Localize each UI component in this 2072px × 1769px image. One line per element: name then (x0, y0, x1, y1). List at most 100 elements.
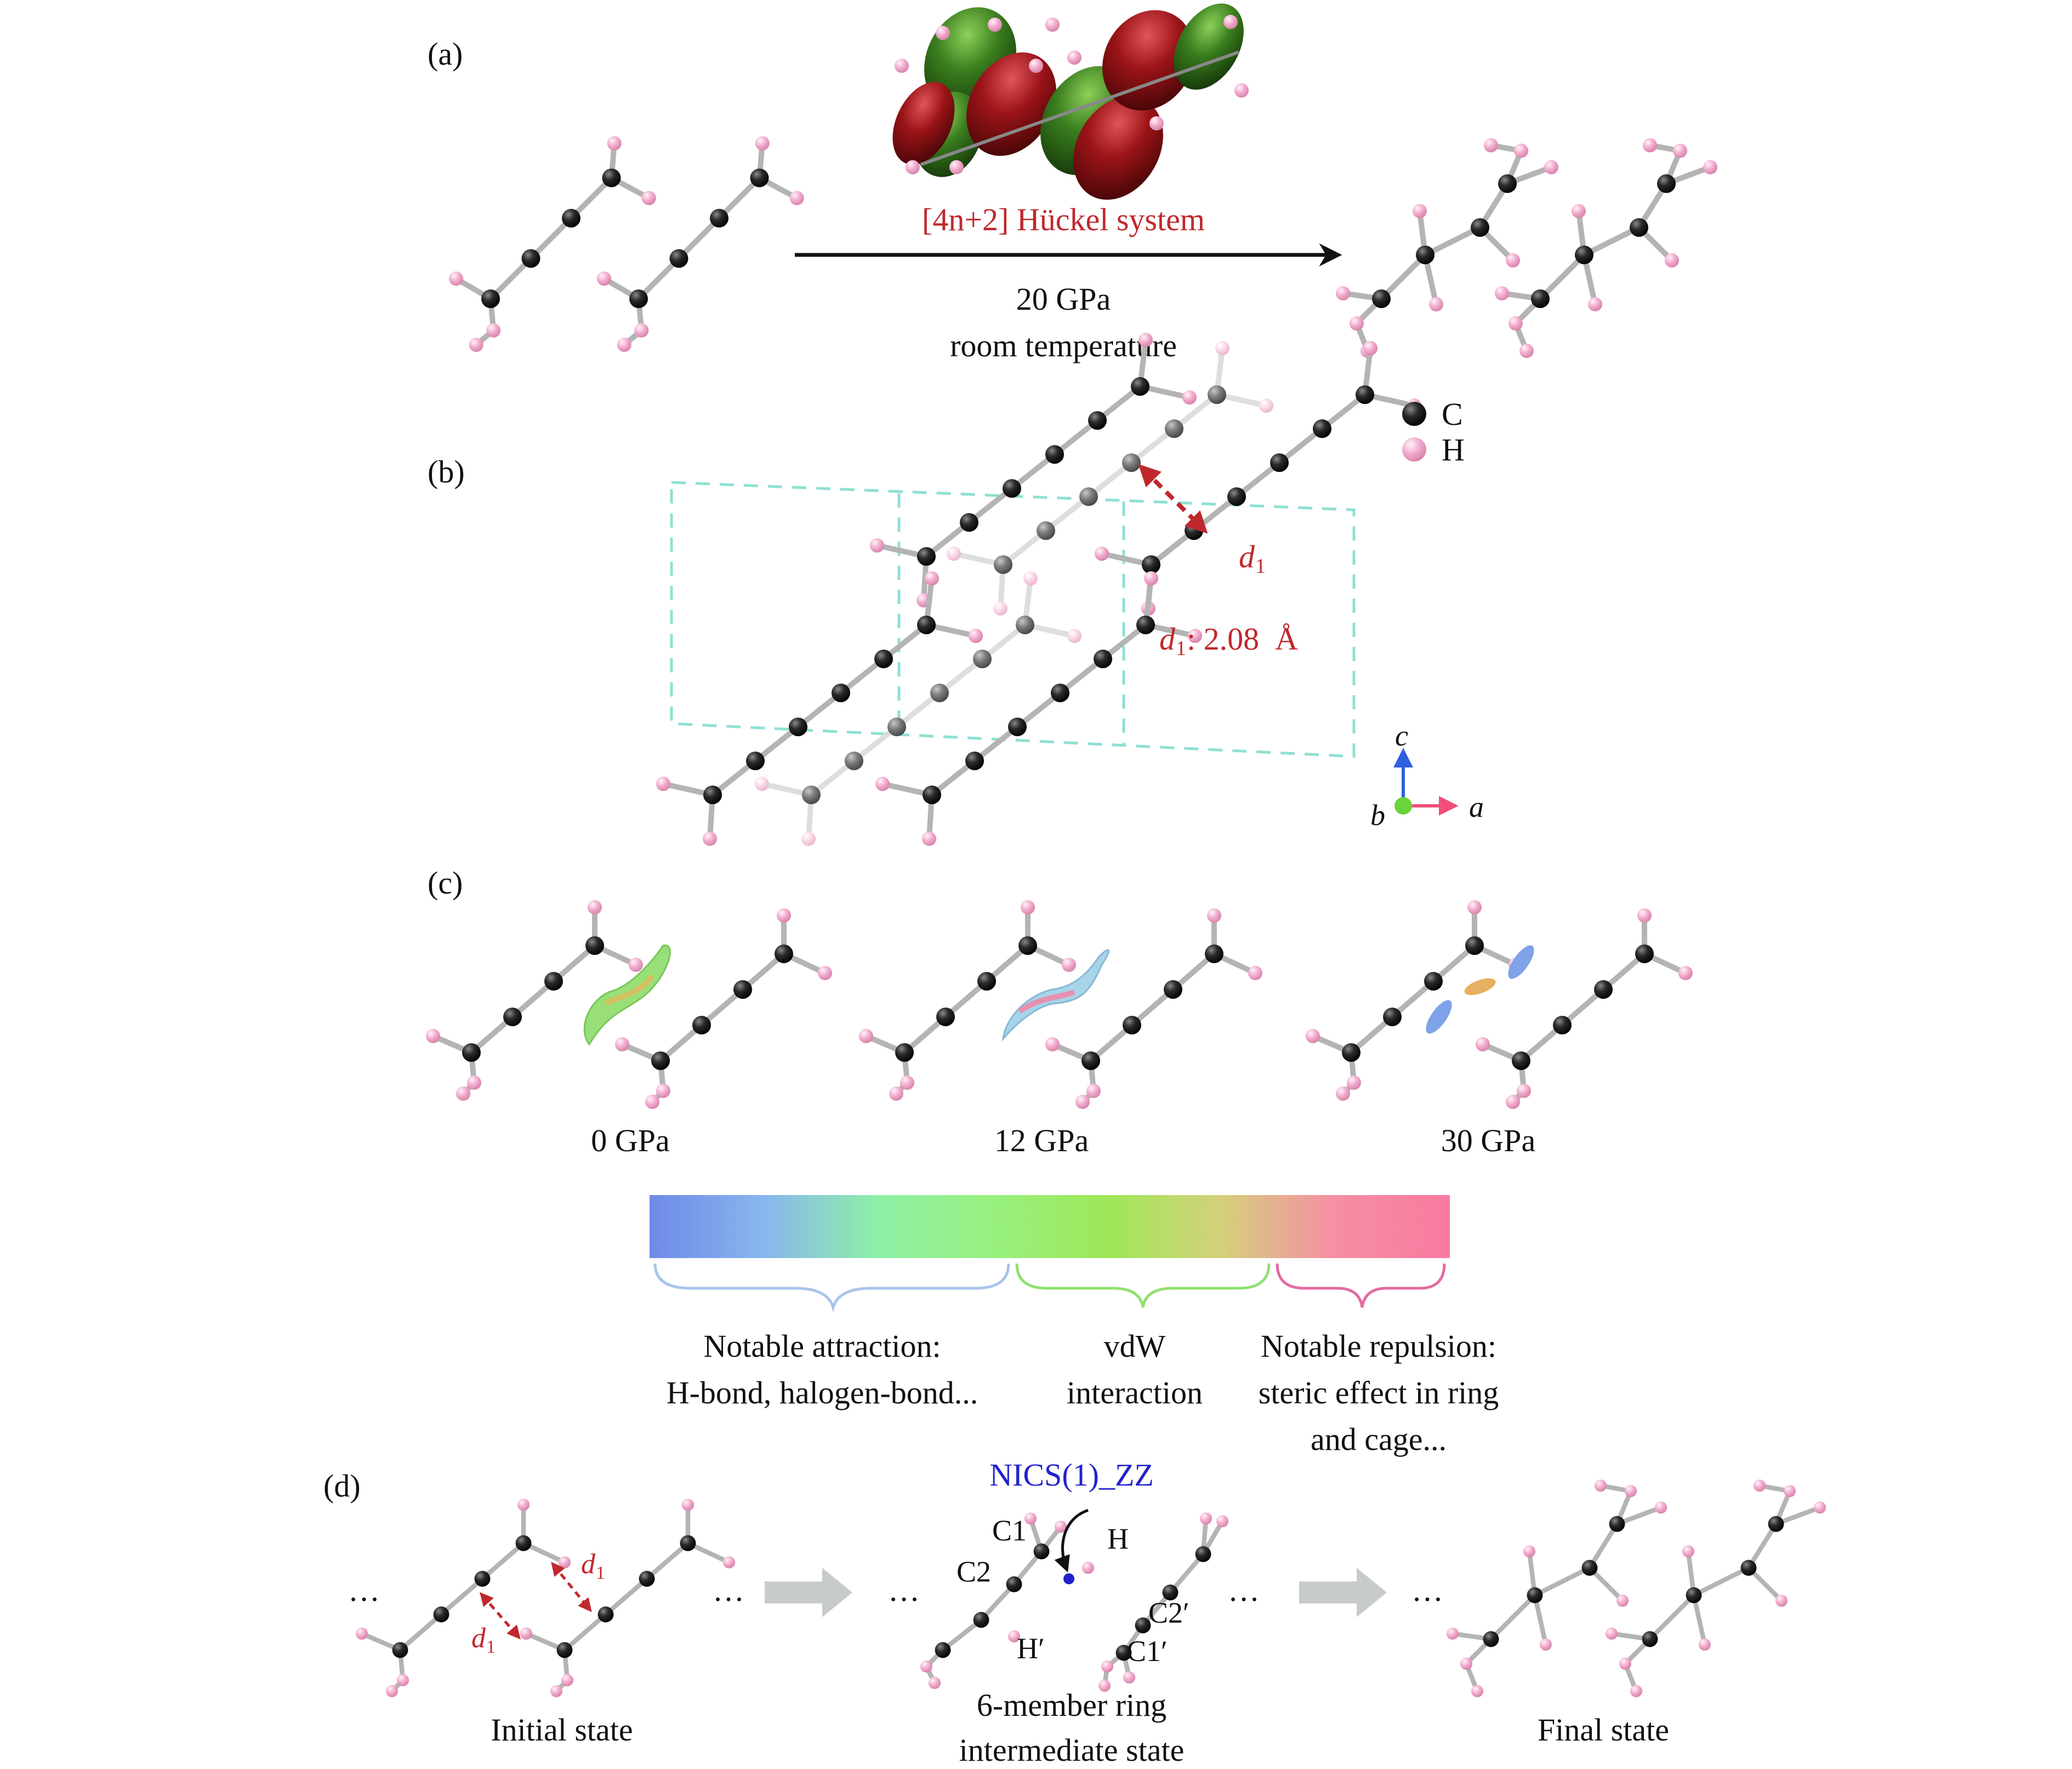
carbon-atom-icon (895, 1043, 914, 1062)
hydrogen-atom-icon (1703, 160, 1717, 174)
carbon-atom-icon (1037, 521, 1055, 540)
bond (676, 215, 722, 261)
hydrogen-atom-icon (607, 136, 622, 151)
hydrogen-atom-icon (1588, 297, 1602, 311)
ellipsis-4: … (1228, 1572, 1260, 1608)
vdw-label-line1: vdW (1104, 1328, 1166, 1364)
hydrogen-atom-icon (925, 571, 939, 585)
hydrogen-atom-icon (1637, 908, 1652, 923)
ellipsis-3: … (888, 1572, 920, 1608)
hydrogen-atom-icon (875, 777, 890, 791)
initial-molecule-2 (520, 1498, 736, 1698)
molecular-orbital-icon (892, 3, 1249, 200)
panel-b-label: (b) (428, 454, 465, 490)
carbon-atom-icon (1575, 246, 1593, 264)
atom-label-c1-prime: C1′ (1126, 1635, 1168, 1668)
nics-pointer-arrow (1054, 1509, 1089, 1573)
pressure-label-0: 0 GPa (591, 1123, 669, 1158)
carbon-atom-icon (746, 752, 765, 770)
atom-label-h-prime: H′ (1017, 1632, 1045, 1665)
hydrogen-atom-icon (1783, 1484, 1796, 1498)
crystal-molecule-back-1 (947, 341, 1273, 616)
hydrogen-atom-icon (900, 1076, 914, 1090)
hydrogen-atom-icon (634, 323, 649, 338)
hydrogen-atom-icon (1067, 629, 1081, 643)
bond (1746, 1521, 1779, 1571)
bond (644, 1540, 691, 1582)
bond (1581, 225, 1642, 258)
hydrogen-atom-icon (1624, 1484, 1637, 1498)
hydrogen-atom-icon (1517, 1084, 1531, 1098)
hydrogen-atom-icon (1495, 286, 1509, 300)
carbon-atom-icon (680, 1535, 696, 1551)
axis-a-label: a (1469, 790, 1484, 823)
panel-a-label: (a) (428, 36, 463, 72)
nci-0gpa-molecule-1 (426, 900, 643, 1101)
carbon-atom-icon (1416, 246, 1435, 264)
carbon-atom-icon (936, 1008, 955, 1026)
hydrogen-atom-icon (1446, 1627, 1459, 1640)
hydrogen-atom-icon (1544, 160, 1558, 174)
panel-c: (c) 0 GPa 12 GPa 30 GPa Notable attracti… (426, 865, 1693, 1457)
hydrogen-atom-icon (1182, 390, 1197, 405)
carbon-atom-icon (935, 1642, 951, 1658)
hydrogen-atom-icon (520, 1627, 533, 1640)
repulsion-label-line2: steric effect in ring (1259, 1375, 1499, 1410)
hydrogen-atom-icon (777, 908, 791, 923)
panel-d: (d) d 1 d 1 … … … … … NICS(1)_ZZ C1 C2 H… (323, 1457, 1826, 1768)
atom-label-c1: C1 (992, 1514, 1027, 1547)
repulsion-label-line1: Notable repulsion: (1261, 1328, 1496, 1364)
carbon-atom-icon (1609, 1516, 1625, 1532)
hydrogen-atom-icon (1095, 547, 1109, 561)
carbon-atom-icon (1123, 1016, 1141, 1034)
hydrogen-atom-icon (947, 547, 961, 561)
carbon-atom-icon (597, 1606, 614, 1623)
hydrogen-atom-icon (355, 1627, 368, 1640)
carbon-atom-icon (521, 249, 540, 268)
carbon-atom-icon (433, 1606, 449, 1623)
carbon-atom-icon (1081, 1051, 1100, 1070)
vdw-brace (1015, 1263, 1271, 1308)
hydrogen-atom-icon (396, 1674, 409, 1687)
hydrogen-atom-icon (1081, 1561, 1095, 1574)
attraction-label-line1: Notable attraction: (703, 1328, 941, 1364)
atom-label-h: H (1107, 1522, 1129, 1555)
pressure-label-30: 30 GPa (1441, 1123, 1535, 1158)
crystal-molecule-top (870, 333, 1421, 616)
hydrogen-atom-icon (1045, 1037, 1060, 1051)
hydrogen-atom-icon (588, 900, 602, 914)
ellipsis-2: … (713, 1572, 744, 1608)
carbon-atom-icon (977, 972, 996, 991)
hydrogen-atom-icon (1539, 1638, 1552, 1651)
d1-distance-arrow (1138, 464, 1208, 534)
hydrogen-atom-icon (928, 1676, 941, 1690)
carbon-atom-icon (562, 209, 580, 227)
bond (480, 1540, 526, 1582)
hydrogen-atom-icon (517, 1498, 530, 1511)
bond (439, 1576, 485, 1617)
repulsion-label-line3: and cage... (1311, 1421, 1447, 1457)
bond (1379, 252, 1428, 302)
hydrogen-atom-icon (617, 338, 631, 352)
carbon-atom-icon (1003, 479, 1021, 498)
d1-value: : 2.08 Å (1187, 621, 1298, 657)
carbon-atom-icon (917, 616, 936, 634)
carbon-atom-icon (1162, 1584, 1179, 1601)
hydrogen-atom-icon (1402, 437, 1426, 462)
carbon-atom-icon (1342, 1043, 1361, 1062)
nci-isosurface-30gpa-center (1464, 978, 1496, 996)
progress-arrow-2 (1299, 1568, 1387, 1617)
hydrogen-atom-icon (818, 966, 832, 980)
bond (1538, 252, 1587, 302)
unit-cell-outline (670, 481, 1356, 758)
reaction-pressure: 20 GPa (1016, 281, 1111, 317)
hydrogen-atom-icon (789, 191, 804, 206)
hydrogen-atom-icon (1336, 1087, 1350, 1101)
carbon-atom-icon (481, 289, 500, 308)
hydrogen-atom-icon (426, 1029, 440, 1043)
carbon-atom-icon (629, 289, 648, 308)
carbon-atom-icon (544, 972, 563, 991)
initial-state-label: Initial state (491, 1712, 633, 1748)
carbon-atom-icon (1208, 385, 1226, 404)
hydrogen-atom-icon (1698, 1638, 1711, 1651)
